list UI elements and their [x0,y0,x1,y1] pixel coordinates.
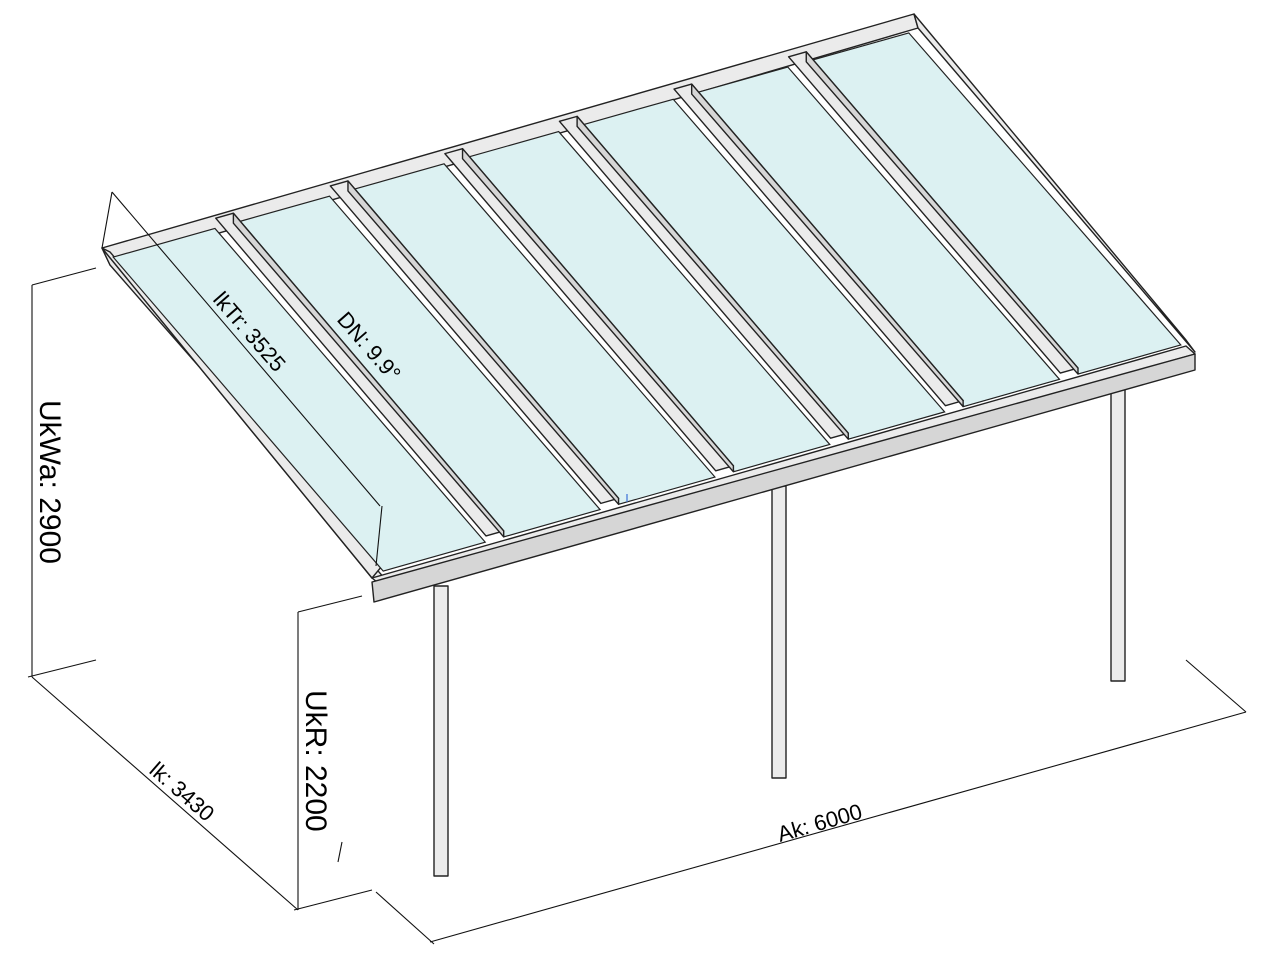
rafter-side [461,147,735,473]
rafters [215,51,1079,538]
dimensions [27,191,1247,945]
rafter-right-edge [913,13,1196,353]
glass-panel [112,227,487,572]
dim-rafter-length-line [111,191,381,507]
dim-width-ext-left [375,891,435,945]
dim-gutter-height-ext-top [297,595,363,613]
rafter-side [690,83,964,408]
dim-rafter-length-ext-bottom [375,505,383,567]
dim-gutter-tick [337,841,343,863]
dim-projection-line [31,676,299,911]
post-front-left [433,585,449,877]
rafter-side [576,115,849,440]
rafter-side [805,51,1079,375]
rafter-side [347,180,620,506]
dim-rafter-length-ext-top [101,191,113,249]
rafter-side [232,212,505,538]
dim-width-line [429,711,1247,943]
label-projection: lk: 3430 [145,757,220,826]
glass-panels [112,32,1182,572]
dim-width-ext-right [1185,659,1247,713]
posts [433,383,1126,877]
label-wall-height: UkWa: 2900 [33,400,66,564]
dim-wall-height-ext-bottom [27,659,97,678]
dim-gutter-height-ext-bottom [293,889,373,911]
post-right [1110,383,1126,682]
label-width: Ak: 6000 [774,799,864,847]
gutter-front [371,353,1196,603]
post-middle [771,485,787,779]
dim-wall-height-ext-top [31,267,97,286]
label-gutter-height: UkR: 2200 [299,690,332,832]
